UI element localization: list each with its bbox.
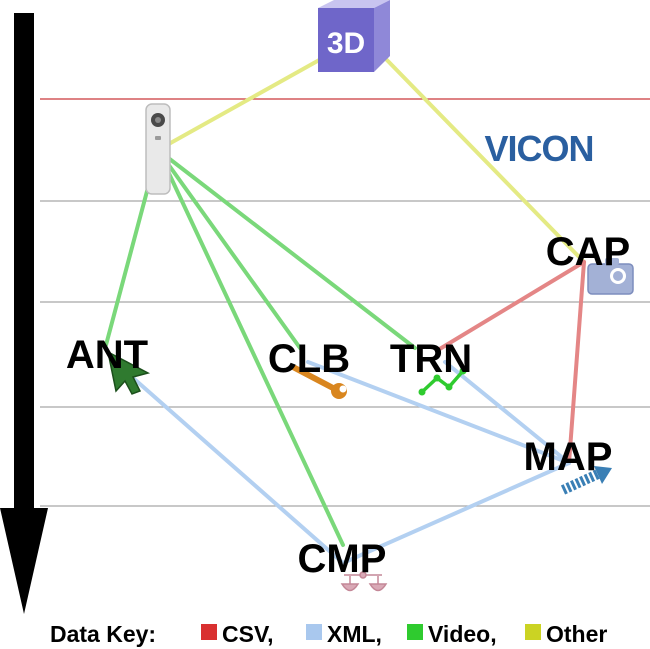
node-clb-label: CLB xyxy=(268,337,350,381)
vicon-logo: VICON xyxy=(484,128,594,169)
edge-csv-cap-map xyxy=(567,260,586,465)
edge-other-3d-camera xyxy=(156,52,332,152)
node-clb: CLB xyxy=(268,337,350,399)
balance-scale-icon xyxy=(340,571,388,592)
edge-video-camera-clb xyxy=(156,148,302,350)
legend-label-csv: CSV, xyxy=(222,621,274,647)
node-trn: TRN xyxy=(390,337,472,396)
360-camera-icon xyxy=(145,103,171,195)
node-trn-label: TRN xyxy=(390,337,472,381)
node-ant-label: ANT xyxy=(66,333,148,377)
node-cap: CAP xyxy=(546,230,634,295)
node-cmp-label: CMP xyxy=(298,537,387,581)
connection-lines xyxy=(104,52,586,565)
3d-cube-icon: 3D xyxy=(318,0,390,72)
wrench-icon xyxy=(290,364,347,399)
node-cmp: CMP xyxy=(298,537,388,592)
legend-label-video: Video, xyxy=(428,621,497,647)
edge-video-camera-cmp xyxy=(156,148,345,547)
legend-label-xml: XML, xyxy=(327,621,382,647)
edge-video-camera-trn xyxy=(156,148,417,350)
edge-xml-trn-map xyxy=(443,360,571,465)
edge-other-3d-cap xyxy=(381,54,586,264)
striped-arrow-icon xyxy=(560,466,612,495)
legend-swatch-xml xyxy=(306,624,322,640)
node-map: MAP xyxy=(524,435,613,495)
cursor-arrow-icon xyxy=(106,350,151,395)
node-map-label: MAP xyxy=(524,435,613,479)
timeline-arrow xyxy=(0,13,48,614)
legend-swatch-video xyxy=(407,624,423,640)
node-ant: ANT xyxy=(66,333,151,395)
3d-label: 3D xyxy=(327,27,365,60)
edge-xml-ant-cmp xyxy=(130,375,345,565)
legend-label-other: Other xyxy=(546,621,607,647)
trend-line-icon xyxy=(418,367,467,396)
legend-swatch-other xyxy=(525,624,541,640)
edge-csv-cap-trn xyxy=(436,260,586,352)
edge-xml-cmp-map xyxy=(341,461,571,565)
legend-swatch-csv xyxy=(201,624,217,640)
photo-camera-icon xyxy=(587,258,634,295)
node-cap-label: CAP xyxy=(546,230,630,274)
legend-title: Data Key: xyxy=(50,621,156,647)
separator-lines xyxy=(40,98,650,507)
legend: Data Key: CSV, XML, Video, Other xyxy=(50,621,607,647)
vicon-logo-text: VICON xyxy=(484,128,593,169)
edge-xml-clb-map xyxy=(306,360,571,465)
